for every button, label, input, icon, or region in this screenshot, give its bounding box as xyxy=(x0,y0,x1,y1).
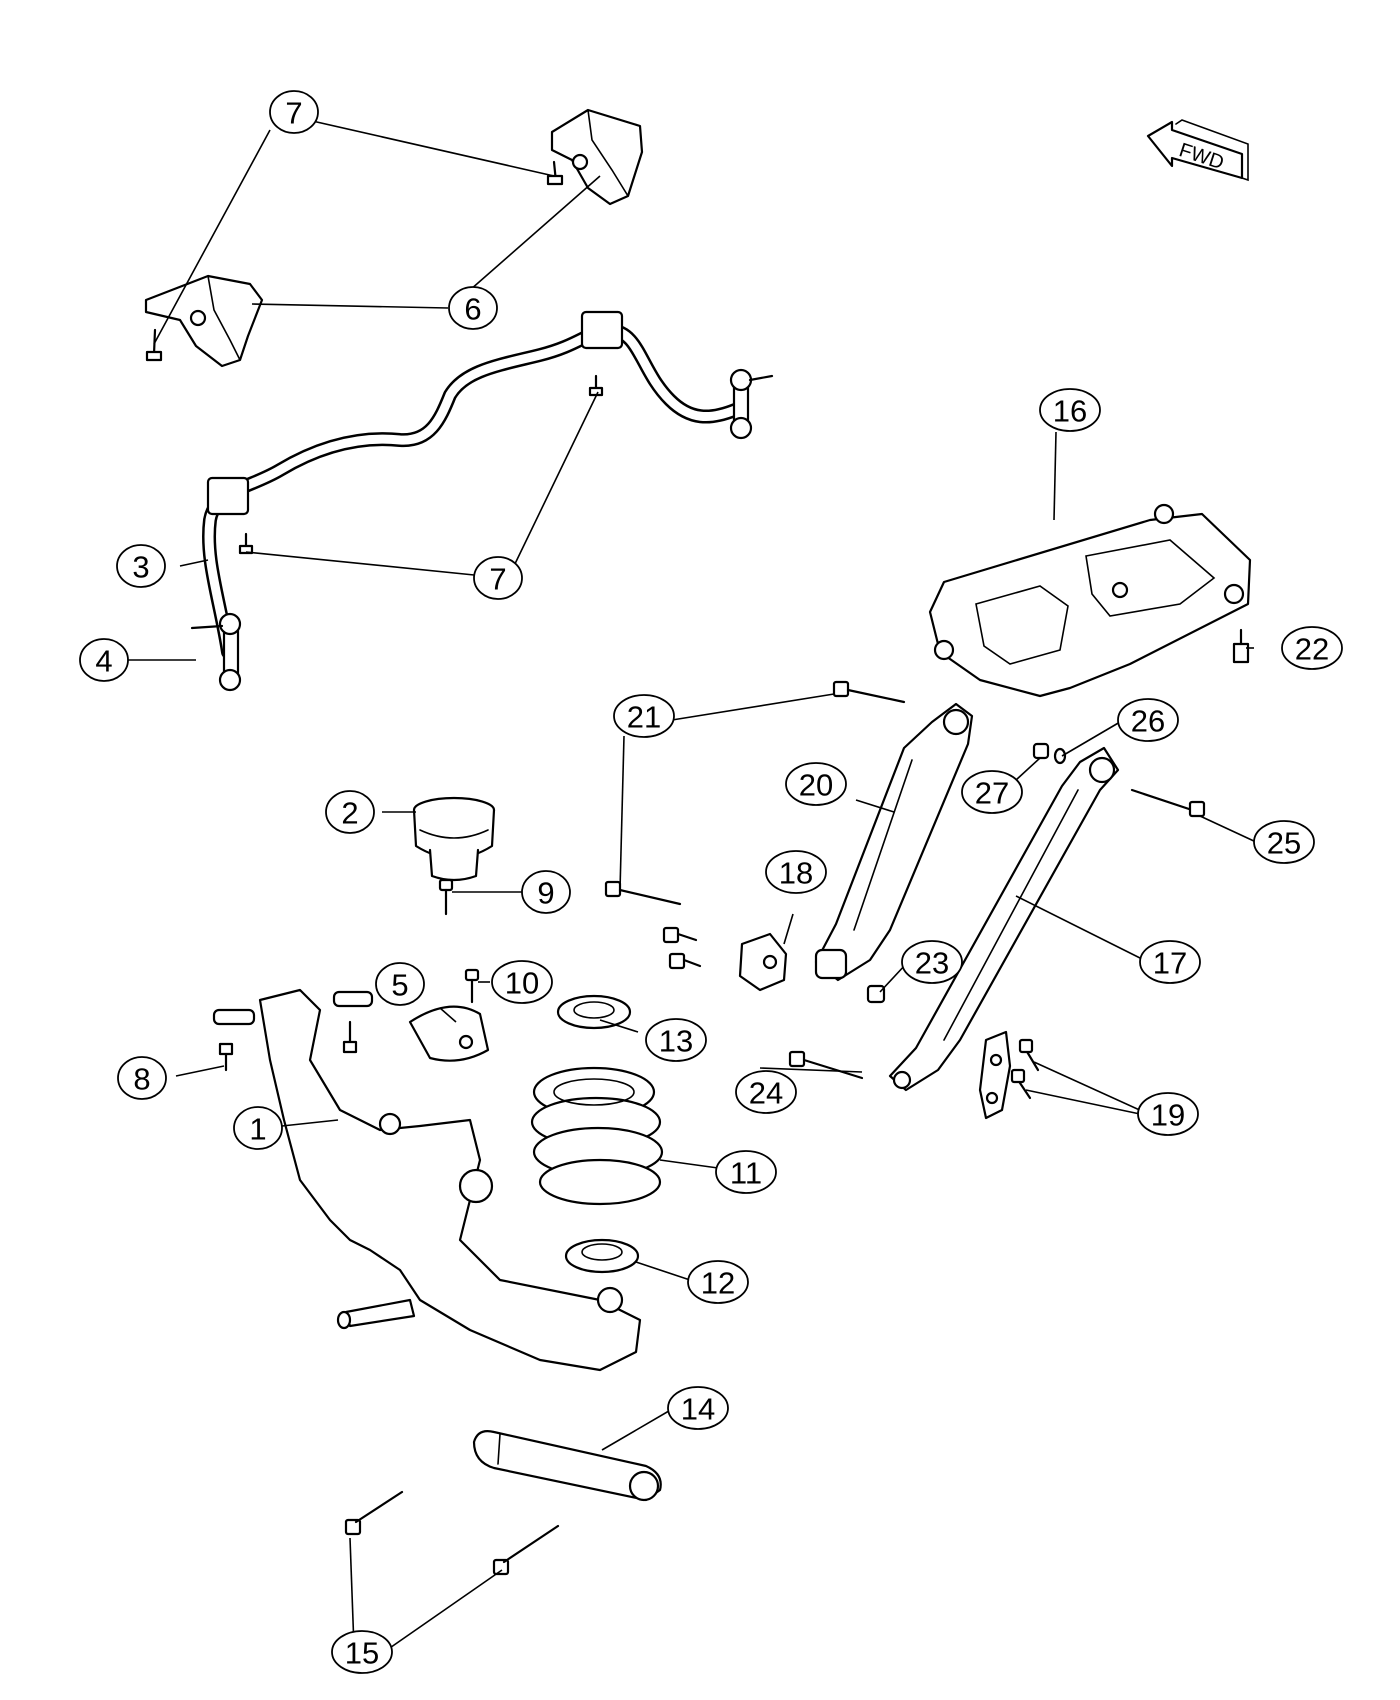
callout-11: 11 xyxy=(715,1150,777,1194)
svg-text:24: 24 xyxy=(749,1076,783,1111)
plate-5 xyxy=(408,1005,490,1062)
callout-17: 17 xyxy=(1139,940,1201,984)
svg-text:21: 21 xyxy=(627,700,661,735)
svg-text:9: 9 xyxy=(537,876,554,911)
callout-22: 22 xyxy=(1281,626,1343,670)
jounce-bumper xyxy=(412,796,496,882)
callout-9: 9 xyxy=(521,870,571,914)
svg-text:12: 12 xyxy=(701,1266,735,1301)
svg-text:25: 25 xyxy=(1267,826,1301,861)
callout-25: 25 xyxy=(1253,820,1315,864)
callout-23: 23 xyxy=(901,940,963,984)
shock-absorber xyxy=(472,1430,662,1502)
shock-bolts xyxy=(344,1490,560,1576)
stabilizer-bar xyxy=(202,310,742,659)
stabilizer-link-left xyxy=(190,612,242,692)
bolts-19 xyxy=(1010,1038,1040,1100)
crossmember xyxy=(928,503,1252,698)
stabilizer-bracket-left xyxy=(144,274,264,368)
callout-16: 16 xyxy=(1039,388,1101,432)
svg-text:16: 16 xyxy=(1053,394,1087,429)
spring-isolator-13 xyxy=(556,994,632,1030)
callout-4: 4 xyxy=(79,638,129,682)
callout-5: 5 xyxy=(375,962,425,1006)
svg-text:27: 27 xyxy=(975,776,1009,811)
callout-7a: 7 xyxy=(269,90,319,134)
callout-14: 14 xyxy=(667,1386,729,1430)
callout-13: 13 xyxy=(645,1018,707,1062)
bolt-24 xyxy=(788,1050,864,1080)
callout-7b: 7 xyxy=(473,556,523,600)
fwd-label: FWD xyxy=(1176,139,1226,174)
svg-text:13: 13 xyxy=(659,1024,693,1059)
svg-text:18: 18 xyxy=(779,856,813,891)
callout-15: 15 xyxy=(331,1630,393,1674)
svg-text:10: 10 xyxy=(505,966,539,1001)
callout-2: 2 xyxy=(325,790,375,834)
callout-3: 3 xyxy=(116,544,166,588)
callout-10: 10 xyxy=(491,960,553,1004)
stabilizer-link-right xyxy=(729,368,774,440)
lower-control-arm xyxy=(258,988,642,1372)
callout-27: 27 xyxy=(961,770,1023,814)
bolt-9 xyxy=(438,878,454,916)
svg-text:15: 15 xyxy=(345,1636,379,1671)
callout-1: 1 xyxy=(233,1106,283,1150)
svg-text:7: 7 xyxy=(489,562,506,597)
callout-20: 20 xyxy=(785,762,847,806)
svg-text:3: 3 xyxy=(132,550,149,585)
link-bracket-plate xyxy=(978,1030,1012,1120)
leader-lines xyxy=(128,119,1257,1653)
svg-text:4: 4 xyxy=(95,644,112,679)
bolt-10 xyxy=(464,968,480,1004)
svg-text:26: 26 xyxy=(1131,704,1165,739)
svg-text:22: 22 xyxy=(1295,632,1329,667)
arm-bolts xyxy=(212,990,374,1072)
bolt-7-upper xyxy=(546,160,564,186)
svg-text:23: 23 xyxy=(915,946,949,981)
washer-26 xyxy=(1053,747,1067,765)
bolt-21-lower xyxy=(604,880,682,906)
callout-12: 12 xyxy=(687,1260,749,1304)
bolt-25 xyxy=(1130,788,1206,818)
callout-26: 26 xyxy=(1117,698,1179,742)
callout-21: 21 xyxy=(613,694,675,738)
callout-18: 18 xyxy=(765,850,827,894)
bolt-21-upper xyxy=(832,680,906,704)
coil-spring xyxy=(530,1066,664,1206)
svg-text:14: 14 xyxy=(681,1392,715,1427)
spring-isolator-12 xyxy=(564,1238,640,1274)
callout-6a: 6 xyxy=(448,286,498,330)
svg-text:6: 6 xyxy=(464,292,481,327)
svg-text:8: 8 xyxy=(133,1062,150,1097)
stabilizer-bracket-upper xyxy=(550,108,644,206)
svg-text:20: 20 xyxy=(799,768,833,803)
bump-stop-18 xyxy=(738,932,788,992)
svg-text:1: 1 xyxy=(249,1112,266,1147)
bolts-18-pair xyxy=(662,926,702,970)
svg-text:19: 19 xyxy=(1151,1098,1185,1133)
control-arm-upper xyxy=(814,702,974,982)
svg-text:11: 11 xyxy=(730,1156,762,1191)
svg-text:2: 2 xyxy=(341,796,358,831)
fwd-arrow: FWD xyxy=(1146,119,1249,182)
bolt-22 xyxy=(1232,628,1250,664)
callout-8: 8 xyxy=(117,1056,167,1100)
callout-19: 19 xyxy=(1137,1092,1199,1136)
callout-24: 24 xyxy=(735,1070,797,1114)
lateral-link xyxy=(888,746,1120,1092)
svg-text:5: 5 xyxy=(391,968,408,1003)
svg-text:17: 17 xyxy=(1153,946,1187,981)
nut-27 xyxy=(1032,742,1050,760)
svg-text:7: 7 xyxy=(285,96,302,131)
nut-23 xyxy=(866,984,886,1004)
